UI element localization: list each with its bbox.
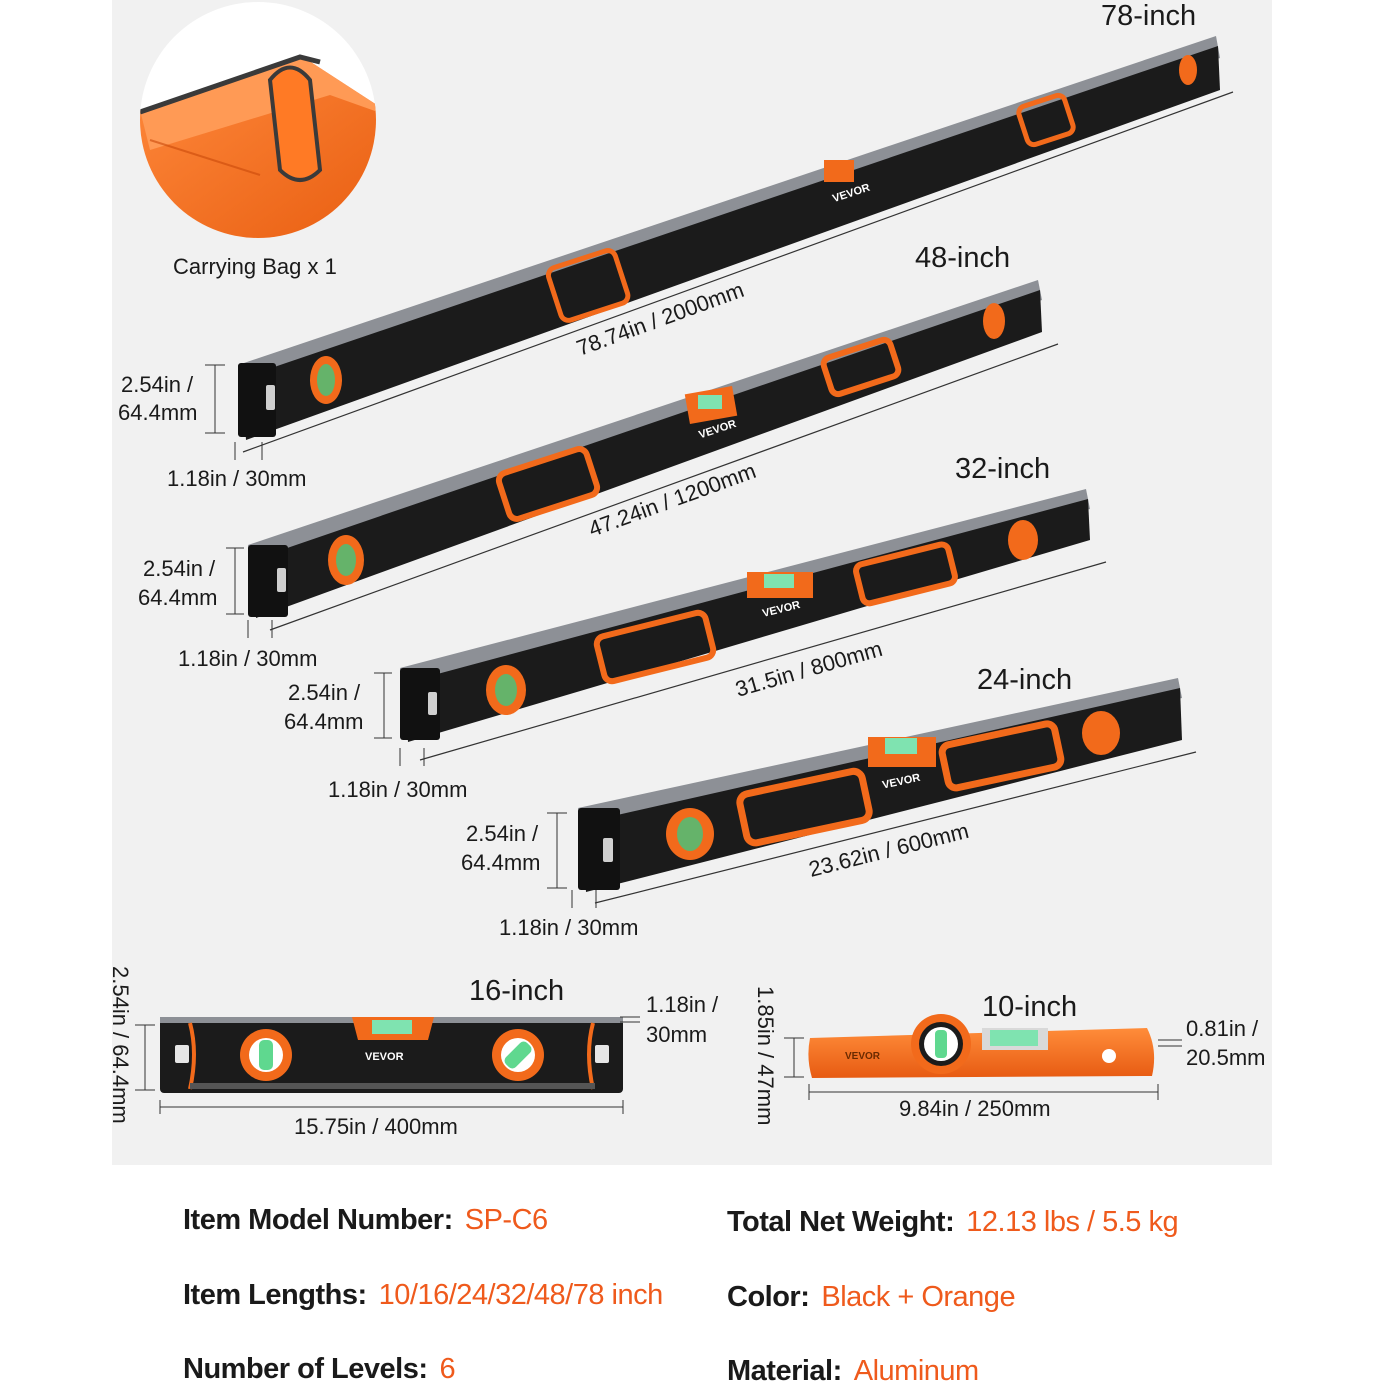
level-78-height-line1: 2.54in /: [121, 372, 194, 397]
level-24-height-line2: 64.4mm: [461, 850, 540, 875]
spec-color: Color: Black + Orange: [727, 1281, 1016, 1314]
level-10-brand: VEVOR: [845, 1051, 881, 1062]
level-16-size-label: 16-inch: [469, 975, 564, 1007]
dim-line-32-length: [419, 561, 1107, 761]
level-16-inch: VEVOR: [160, 1017, 623, 1093]
level-78-size-label: 78-inch: [1101, 0, 1196, 32]
levels-illustration: Carrying Bag x 1 VEVOR 78-inch 78.74in /…: [108, 0, 1265, 1139]
level-78-inch: VEVOR: [238, 36, 1220, 440]
spec-color-label: Color:: [727, 1281, 810, 1313]
spec-number-of-levels: Number of Levels: 6: [183, 1353, 456, 1386]
level-16-height-label: 2.54in / 64.4mm: [108, 966, 133, 1124]
level-32-size-label: 32-inch: [955, 453, 1050, 485]
level-24-inch: VEVOR: [578, 678, 1182, 892]
spec-model-label: Item Model Number:: [183, 1204, 453, 1236]
level-32-inch: VEVOR: [400, 489, 1090, 742]
spec-model-value: SP-C6: [464, 1204, 548, 1236]
level-48-height-line2: 64.4mm: [138, 585, 217, 610]
level-16-width-line2: 30mm: [646, 1022, 707, 1047]
level-10-width-line1: 0.81in /: [1186, 1016, 1259, 1041]
level-48-inch: VEVOR: [248, 280, 1042, 618]
spec-weight: Total Net Weight: 12.13 lbs / 5.5 kg: [727, 1206, 1179, 1239]
carrying-bag-label: Carrying Bag x 1: [173, 254, 337, 279]
spec-lengths-value: 10/16/24/32/48/78 inch: [378, 1279, 664, 1311]
level-16-width-line1: 1.18in /: [646, 992, 719, 1017]
dim-line-48-length: [269, 343, 1059, 631]
level-48-height-line1: 2.54in /: [143, 556, 216, 581]
spec-material-label: Material:: [727, 1355, 842, 1387]
spec-material-value: Aluminum: [853, 1355, 979, 1387]
level-10-size-label: 10-inch: [982, 991, 1077, 1023]
specifications-section: [112, 1165, 1272, 1384]
level-48-size-label: 48-inch: [915, 242, 1010, 274]
spec-model: Item Model Number: SP-C6: [183, 1204, 548, 1237]
level-24-height-line1: 2.54in /: [466, 821, 539, 846]
spec-lengths-label: Item Lengths:: [183, 1279, 367, 1311]
spec-weight-value: 12.13 lbs / 5.5 kg: [966, 1206, 1179, 1238]
dim-line-78-length: [242, 91, 1234, 453]
spec-weight-label: Total Net Weight:: [727, 1206, 955, 1238]
level-24-width-label: 1.18in / 30mm: [499, 915, 638, 940]
spec-material: Material: Aluminum: [727, 1355, 979, 1388]
carrying-bag-image: [140, 2, 376, 238]
level-10-length-label: 9.84in / 250mm: [899, 1096, 1051, 1121]
level-16-length-label: 15.75in / 400mm: [294, 1114, 458, 1139]
level-16-brand: VEVOR: [365, 1051, 404, 1063]
spec-number-of-levels-value: 6: [439, 1353, 456, 1385]
spec-color-value: Black + Orange: [821, 1281, 1016, 1313]
level-48-width-label: 1.18in / 30mm: [178, 646, 317, 671]
level-32-height-line1: 2.54in /: [288, 680, 361, 705]
level-10-width-line2: 20.5mm: [1186, 1045, 1265, 1070]
dim-line-24-length: [594, 751, 1197, 904]
level-10-inch: VEVOR: [808, 1014, 1155, 1078]
level-78-height-line2: 64.4mm: [118, 400, 197, 425]
spec-lengths: Item Lengths: 10/16/24/32/48/78 inch: [183, 1279, 663, 1312]
spec-number-of-levels-label: Number of Levels:: [183, 1353, 428, 1385]
level-78-width-label: 1.18in / 30mm: [167, 466, 306, 491]
level-32-width-label: 1.18in / 30mm: [328, 777, 467, 802]
level-10-height-label: 1.85in / 47mm: [753, 986, 778, 1125]
level-32-height-line2: 64.4mm: [284, 709, 363, 734]
level-32-length-label: 31.5in / 800mm: [732, 636, 885, 702]
level-24-size-label: 24-inch: [977, 664, 1072, 696]
